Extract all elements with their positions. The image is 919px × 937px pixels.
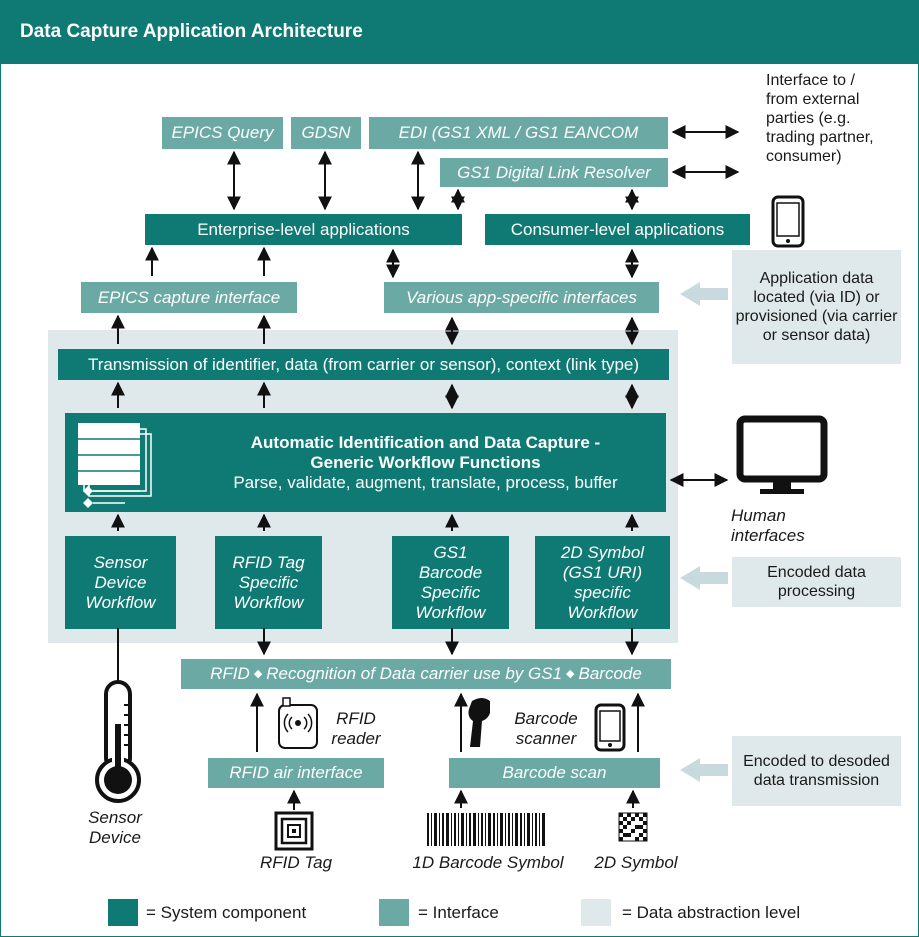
aidc-box: Automatic Identification and Data Captur… bbox=[65, 413, 666, 512]
title-bar: Data Capture Application Architecture bbox=[1, 1, 918, 64]
human-interfaces-label: Human interfaces bbox=[731, 506, 805, 545]
enterprise-apps-box: Enterprise-level applications bbox=[145, 214, 462, 245]
application-data-note: Application data located (via ID) or pro… bbox=[732, 250, 901, 364]
rfid-reader-label: RFID reader bbox=[331, 709, 381, 748]
epics-query-box: EPICS Query bbox=[162, 117, 283, 149]
legend-interface-swatch bbox=[379, 899, 409, 926]
legend-abstraction-text: = Data abstraction level bbox=[622, 903, 801, 922]
symbol-2d-label: 2D Symbol bbox=[594, 853, 678, 872]
external-parties-note: Interface to / from external parties (e.… bbox=[766, 72, 874, 165]
epics-capture-box: EPICS capture interface bbox=[81, 282, 297, 313]
rfid-tag-icon bbox=[274, 811, 314, 851]
right-diamond-arrow-icon: ◆ bbox=[566, 668, 575, 680]
barcode-workflow-box: GS1 Barcode Specific Workflow bbox=[392, 536, 509, 629]
recognition-box: RFID ◆ Recognition of Data carrier use b… bbox=[181, 659, 671, 689]
legend-system-text: = System component bbox=[146, 903, 307, 922]
rfid-air-box: RFID air interface bbox=[208, 758, 384, 788]
connector-arrows bbox=[111, 125, 740, 810]
barcode-scanner-icon bbox=[468, 698, 490, 747]
barcode-scan-box: Barcode scan bbox=[449, 758, 660, 788]
legend-interface-text: = Interface bbox=[418, 903, 499, 922]
barcode-scanner-label: Barcode scanner bbox=[514, 709, 578, 748]
recognition-barcode: Barcode bbox=[578, 664, 642, 683]
recognition-text: Recognition of Data carrier use by GS1 bbox=[266, 664, 563, 683]
legend-system-swatch bbox=[108, 899, 138, 926]
transmission-box: Transmission of identifier, data (from c… bbox=[58, 349, 669, 380]
gdsn-box: GDSN bbox=[291, 117, 361, 149]
barcode-1d-icon bbox=[427, 813, 545, 846]
rfid-tag-label: RFID Tag bbox=[259, 853, 333, 872]
smartphone-icon-scanner bbox=[594, 703, 626, 752]
aidc-title-line1: Automatic Identification and Data Captur… bbox=[250, 432, 601, 452]
legend-abstraction-swatch bbox=[581, 899, 611, 926]
aidc-title-line2: Generic Workflow Functions bbox=[310, 452, 541, 472]
consumer-apps-box: Consumer-level applications bbox=[485, 214, 750, 245]
rfid-reader-icon bbox=[278, 697, 318, 749]
symbol2d-workflow-box: 2D Symbol (GS1 URI) specific Workflow bbox=[535, 536, 670, 629]
resolver-box: GS1 Digital Link Resolver bbox=[440, 158, 668, 187]
monitor-icon bbox=[736, 415, 828, 494]
side-note-arrows bbox=[680, 282, 728, 782]
various-interfaces-box: Various app-specific interfaces bbox=[384, 282, 659, 313]
diagram-title: Data Capture Application Architecture bbox=[20, 21, 363, 42]
barcode-1d-label: 1D Barcode Symbol bbox=[412, 853, 564, 872]
rfid-workflow-box: RFID Tag Specific Workflow bbox=[215, 536, 322, 629]
encoded-processing-note: Encoded data processing bbox=[732, 557, 901, 607]
edi-box: EDI (GS1 XML / GS1 EANCOM bbox=[369, 117, 668, 149]
sensor-device-label: Sensor Device bbox=[88, 808, 142, 847]
thermometer-icon bbox=[95, 680, 141, 803]
aidc-functions: Parse, validate, augment, translate, pro… bbox=[233, 472, 618, 492]
left-diamond-arrow-icon: ◆ bbox=[253, 668, 263, 680]
symbol-2d-icon bbox=[618, 812, 648, 842]
smartphone-icon-consumer bbox=[771, 195, 805, 248]
recognition-rfid: RFID bbox=[210, 664, 250, 683]
encoded-transmission-note: Encoded to desoded data transmission bbox=[732, 736, 901, 806]
data-stack-icon bbox=[78, 423, 152, 508]
sensor-workflow-box: Sensor Device Workflow bbox=[65, 536, 176, 629]
